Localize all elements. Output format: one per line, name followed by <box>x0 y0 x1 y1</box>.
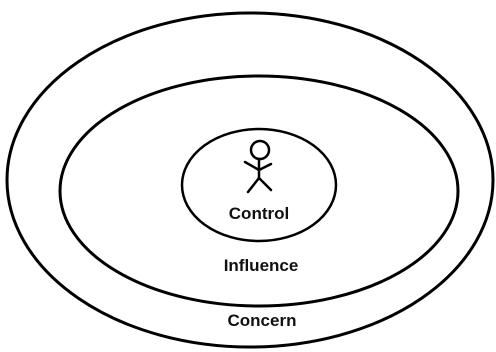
concern-label: Concern <box>228 311 297 330</box>
influence-label: Influence <box>224 256 299 275</box>
concern-ring <box>5 11 495 349</box>
influence-ring <box>58 74 460 308</box>
stick-figure-person-icon <box>243 139 273 194</box>
control-ring <box>180 127 338 243</box>
control-label: Control <box>229 204 289 223</box>
